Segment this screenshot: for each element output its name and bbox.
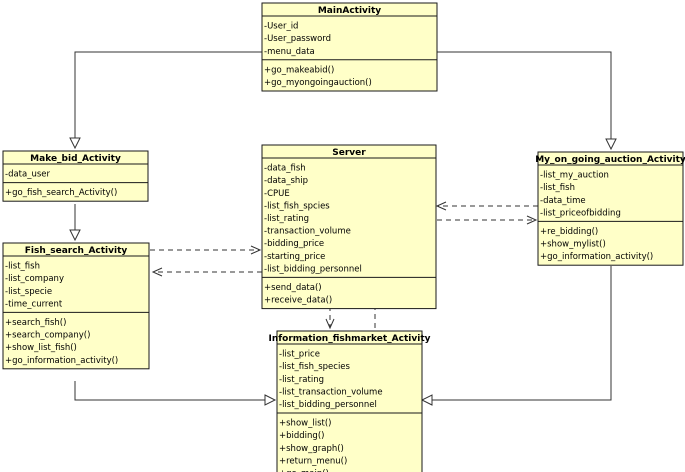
class-make-bid: Make_bid_Activity -data_user +go_fish_sear… bbox=[2, 150, 149, 202]
class-attribute: -transaction_volume bbox=[264, 227, 351, 237]
class-method: +show_list_fish() bbox=[5, 343, 77, 353]
edge-fish-search-to-info bbox=[74, 381, 277, 406]
class-info: Information_fishmarket_Activity -list_pri… bbox=[268, 330, 431, 472]
class-ongoing: My_on_going_auction_Activity -list_my_auc… bbox=[535, 151, 685, 266]
class-method: +go_information_activity() bbox=[540, 252, 653, 262]
class-name: My_on_going_auction_Activity bbox=[535, 155, 685, 165]
class-server: Server -data_fish -data_ship -CPUE -list_fis… bbox=[261, 144, 437, 310]
edge-main-to-make-bid bbox=[69, 51, 262, 150]
class-method: +go_myongoingauction() bbox=[264, 78, 372, 88]
relations bbox=[69, 51, 617, 406]
class-name: Information_fishmarket_Activity bbox=[268, 334, 430, 344]
class-attribute: -menu_data bbox=[264, 47, 315, 57]
class-method: +search_company() bbox=[5, 331, 90, 341]
class-attribute: -data_user bbox=[5, 170, 51, 180]
class-attribute: -data_ship bbox=[264, 176, 308, 186]
class-attribute: -list_specie bbox=[5, 287, 52, 297]
class-box bbox=[276, 330, 423, 472]
class-attribute: -list_rating bbox=[279, 375, 324, 385]
class-method: +go_makeabid() bbox=[264, 65, 334, 75]
class-attribute: -list_fish_species bbox=[279, 362, 351, 372]
class-attribute: -list_company bbox=[5, 274, 64, 284]
class-attribute: -list_bidding_personnel bbox=[264, 264, 362, 274]
class-method: +show_list() bbox=[279, 419, 331, 429]
class-attribute: -bidding_price bbox=[264, 239, 324, 249]
class-name: MainActivity bbox=[318, 6, 381, 16]
class-attribute: -User_password bbox=[264, 34, 331, 44]
class-attribute: -list_rating bbox=[264, 214, 309, 224]
class-method: +bidding() bbox=[279, 431, 324, 441]
class-name: Fish_search_Activity bbox=[25, 246, 128, 256]
class-method: +go_main() bbox=[279, 469, 329, 472]
class-attribute: -list_transaction_volume bbox=[279, 387, 383, 397]
class-attribute: -list_my_auction bbox=[540, 171, 609, 181]
class-attribute: -data_time bbox=[540, 196, 586, 206]
edge-main-to-ongoing bbox=[437, 51, 617, 151]
class-method: +send_data() bbox=[264, 283, 322, 293]
class-box bbox=[2, 242, 150, 370]
class-attribute: -User_id bbox=[264, 22, 298, 32]
class-method: +re_bidding() bbox=[540, 227, 598, 237]
class-method: +return_menu() bbox=[279, 456, 347, 466]
class-method: +go_fish_search_Activity() bbox=[5, 188, 117, 198]
class-method: +show_graph() bbox=[279, 444, 344, 454]
edge-ongoing-to-info bbox=[420, 266, 612, 406]
class-attribute: -list_priceofbidding bbox=[540, 208, 621, 218]
class-box bbox=[261, 2, 438, 92]
class-method: +receive_data() bbox=[264, 296, 332, 306]
class-name: Make_bid_Activity bbox=[30, 154, 121, 164]
class-attribute: -list_fish_spcies bbox=[264, 201, 330, 211]
class-method: +search_fish() bbox=[5, 318, 66, 328]
class-attribute: -list_fish bbox=[5, 262, 40, 272]
class-method: +show_mylist() bbox=[540, 240, 606, 250]
class-attribute: -CPUE bbox=[264, 189, 290, 199]
class-attribute: -data_fish bbox=[264, 164, 306, 174]
class-attribute: -list_price bbox=[279, 350, 320, 360]
class-attribute: -starting_price bbox=[264, 252, 325, 262]
class-box bbox=[261, 144, 437, 310]
class-method: +go_information_activity() bbox=[5, 356, 118, 366]
class-main: MainActivity -User_id -User_password -menu_… bbox=[261, 2, 438, 92]
class-box bbox=[2, 150, 149, 202]
class-box bbox=[537, 151, 684, 266]
class-name: Server bbox=[332, 148, 366, 158]
class-attribute: -time_current bbox=[5, 299, 63, 309]
class-fish-search: Fish_search_Activity -list_fish -list_comp… bbox=[2, 242, 150, 370]
class-attribute: -list_fish bbox=[540, 183, 575, 193]
class-attribute: -list_bidding_personnel bbox=[279, 400, 377, 410]
